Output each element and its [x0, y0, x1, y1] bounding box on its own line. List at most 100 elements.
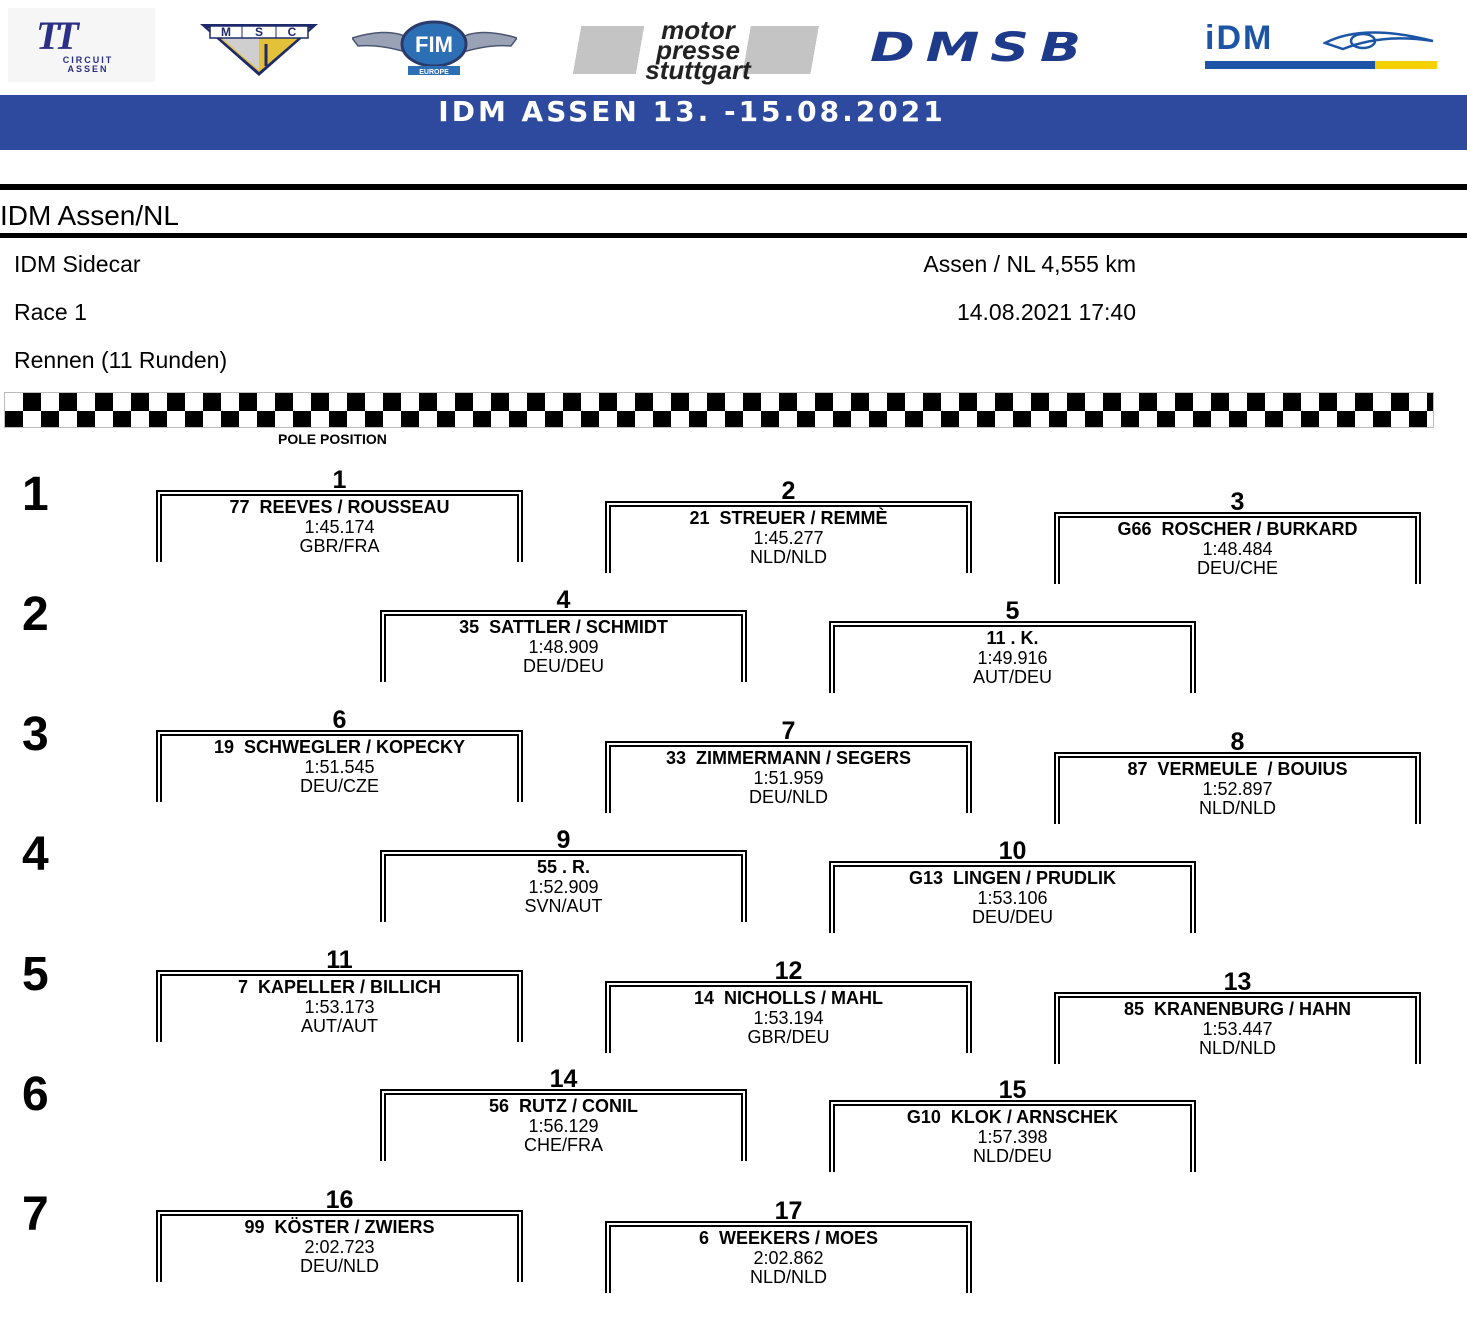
tt-logo-line1: CIRCUIT: [62, 55, 114, 65]
grid-position: 1: [332, 466, 347, 494]
grid-box: [605, 501, 972, 573]
lap-time: 1:48.484: [1202, 539, 1273, 559]
grid-slot: 2 21 STREUER / REMMÈ 1:45.277 NLD/NLD: [605, 477, 972, 577]
grid-slot: 8 87 VERMEULE / BOUIUS 1:52.897 NLD/NLD: [1054, 728, 1421, 828]
lap-time: 1:45.277: [753, 528, 824, 548]
lap-time: 1:53.173: [304, 997, 375, 1017]
idm-logo-bar: [1205, 61, 1437, 69]
title-rule: [0, 233, 1467, 238]
crew-name: 85 KRANENBURG / HAHN: [1123, 999, 1352, 1019]
lap-time: 1:52.897: [1202, 779, 1273, 799]
grid-box: [380, 850, 747, 922]
lap-time: 1:53.194: [753, 1008, 824, 1028]
nationality: NLD/DEU: [972, 1146, 1052, 1166]
top-rule: [0, 184, 1467, 190]
grid-box: [156, 490, 523, 562]
grid-position: 4: [556, 586, 571, 614]
lap-time: 2:02.723: [304, 1237, 375, 1257]
fim-logo-text: FIM: [415, 32, 453, 57]
document-title: IDM Assen/NL: [0, 200, 179, 231]
nationality: GBR/FRA: [299, 536, 380, 556]
datetime-label: 14.08.2021 17:40: [956, 299, 1136, 325]
class-label: IDM Sidecar: [14, 251, 141, 277]
crew-name: 19 SCHWEGLER / KOPECKY: [213, 737, 466, 757]
lap-time: 1:56.129: [528, 1116, 599, 1136]
lap-time: 1:49.916: [977, 648, 1048, 668]
crew-name: 7 KAPELLER / BILLICH: [237, 977, 441, 997]
crew-name: 11 . K.: [986, 628, 1039, 648]
nationality: CHE/FRA: [523, 1135, 603, 1155]
grid-box: [156, 730, 523, 802]
msc-letter-m: M: [221, 25, 231, 39]
grid-box: [1054, 752, 1421, 824]
idm-logo-text: iDM: [1205, 19, 1274, 57]
dmsb-logo: DMSB: [870, 28, 1140, 68]
grid-slot: 5 11 . K. 1:49.916 AUT/DEU: [829, 597, 1196, 697]
crew-name: 55 . R.: [536, 857, 591, 877]
tt-logo-line2: ASSEN: [67, 64, 109, 74]
grid-row-number: 1: [22, 468, 49, 521]
grid-row-number: 4: [22, 828, 49, 881]
grid-position: 10: [998, 837, 1027, 865]
nationality: DEU/CZE: [299, 776, 379, 796]
crew-name: 99 KÖSTER / ZWIERS: [244, 1217, 435, 1237]
nationality: NLD/NLD: [749, 547, 828, 567]
track-label: Assen / NL 4,555 km: [923, 251, 1136, 277]
nationality: SVN/AUT: [524, 896, 603, 916]
lap-time: 2:02.862: [753, 1248, 824, 1268]
idm-logo: iDM: [1205, 19, 1437, 75]
logo-strip: TT CIRCUIT ASSEN M S C FIM EUROPE: [0, 0, 1467, 92]
idm-swoosh-icon: [1323, 31, 1434, 51]
grid-slot: 16 99 KÖSTER / ZWIERS 2:02.723 DEU/NLD: [156, 1186, 523, 1286]
tt-logo-sub: CIRCUIT ASSEN: [38, 56, 138, 74]
grid-slot: 13 85 KRANENBURG / HAHN 1:53.447 NLD/NLD: [1054, 968, 1421, 1068]
grid-row-number: 2: [22, 588, 49, 641]
fim-logo-sub: EUROPE: [419, 69, 449, 76]
grid-slot: 10 G13 LINGEN / PRUDLIK 1:53.106 DEU/DEU: [829, 837, 1196, 937]
grid-position: 8: [1230, 728, 1245, 756]
grid-box: [829, 861, 1196, 933]
msc-letter-c: C: [288, 25, 297, 39]
nationality: AUT/AUT: [300, 1016, 378, 1036]
nationality: DEU/CHE: [1196, 558, 1278, 578]
crew-name: 35 SATTLER / SCHMIDT: [459, 617, 668, 637]
grid-box: [380, 1089, 747, 1161]
nationality: GBR/DEU: [747, 1027, 830, 1047]
checkered-flag-band: [4, 392, 1434, 428]
nationality: NLD/NLD: [1198, 798, 1277, 818]
grid-slot: 4 35 SATTLER / SCHMIDT 1:48.909 DEU/DEU: [380, 586, 747, 686]
crew-name: G13 LINGEN / PRUDLIK: [908, 868, 1117, 888]
grid-position: 17: [774, 1197, 803, 1225]
grid-box: [605, 981, 972, 1053]
event-banner-title: IDM ASSEN 13. -15.08.2021: [438, 95, 946, 128]
nationality: NLD/NLD: [749, 1267, 828, 1287]
pole-position-label: POLE POSITION: [278, 431, 387, 447]
fim-europe-logo: FIM EUROPE: [350, 20, 519, 76]
grid-box: [605, 1221, 972, 1293]
grid-position: 7: [781, 717, 796, 745]
tt-circuit-assen-logo: TT CIRCUIT ASSEN: [8, 8, 155, 82]
grid-row-number: 5: [22, 948, 49, 1001]
tt-logo-mark: TT: [36, 13, 79, 58]
motorpresse-line1: motor: [661, 15, 735, 45]
grid-box: [1054, 512, 1421, 584]
grid-slot: 6 19 SCHWEGLER / KOPECKY 1:51.545 DEU/CZ…: [156, 706, 523, 806]
grid-box: [1054, 992, 1421, 1064]
crew-name: G10 KLOK / ARNSCHEK: [906, 1107, 1119, 1127]
lap-time: 1:53.447: [1202, 1019, 1273, 1039]
lap-time: 1:57.398: [977, 1127, 1048, 1147]
motorpresse-line2: presse: [656, 35, 740, 65]
grid-slot: 1 77 REEVES / ROUSSEAU 1:45.174 GBR/FRA: [156, 466, 523, 566]
grid-slot: 17 6 WEEKERS / MOES 2:02.862 NLD/NLD: [605, 1197, 972, 1297]
motorpresse-logo: motor presse stuttgart: [563, 17, 833, 83]
msc-shield-icon: M S C: [200, 24, 318, 76]
grid-slot: 9 55 . R. 1:52.909 SVN/AUT: [380, 826, 747, 926]
grid-box: [829, 1100, 1196, 1172]
session-label: Race 1: [14, 299, 87, 325]
crew-name: 56 RUTZ / CONIL: [488, 1096, 638, 1116]
nationality: DEU/NLD: [299, 1256, 379, 1276]
grid-position: 9: [556, 826, 571, 854]
msc-letter-s: S: [255, 25, 263, 39]
event-banner: IDM ASSEN 13. -15.08.2021: [0, 95, 1467, 150]
grid-row-number: 3: [22, 708, 49, 761]
